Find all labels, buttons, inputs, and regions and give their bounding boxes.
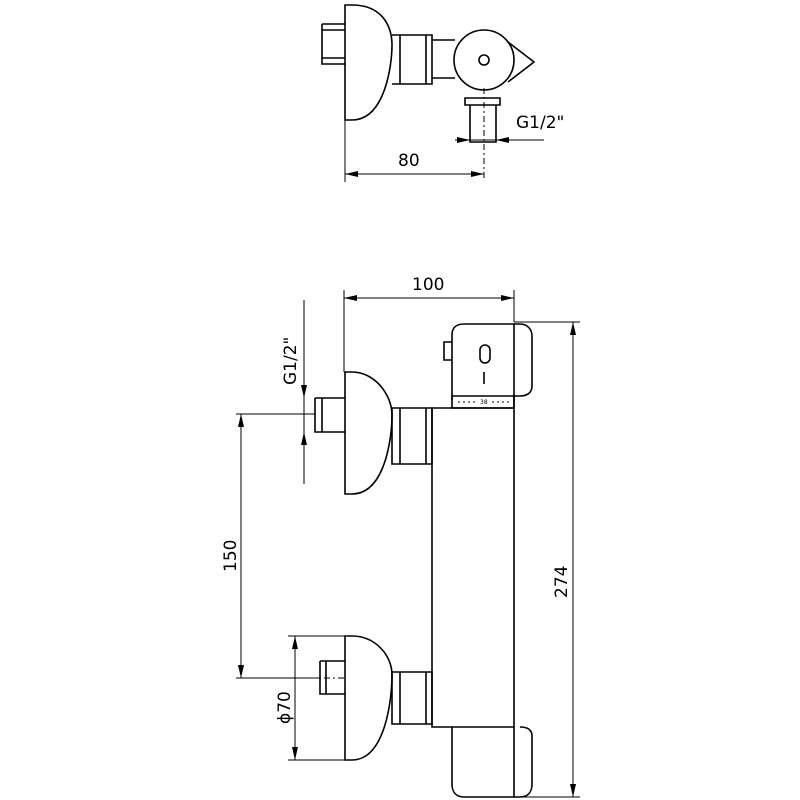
thread-label-front: G1/2" [281,337,301,385]
lower-rosette [344,635,393,761]
dim-diameter-label: ϕ70 [275,691,295,724]
valve-body-circle [453,29,515,91]
control-head [451,323,533,408]
thermostat-body [431,407,515,728]
outlet-fitting [464,97,501,143]
temperature-scale [451,395,515,409]
lower-nut [391,671,433,725]
dim-274-label: 274 [552,566,572,598]
upper-rosette [344,371,393,495]
front-view: 100 274 G1/2" 150 ϕ70 [221,275,580,798]
thread-label-top: G1/2" [516,113,564,133]
handle-lever [507,41,536,83]
coupling-nut [392,34,433,85]
upper-nut [391,407,433,465]
bottom-cap [451,726,533,798]
dim-150-label: 150 [221,540,241,572]
scale-mark: 38 [480,399,488,406]
top-view: 80 G1/2" [321,4,564,182]
dim-80-label: 80 [398,151,420,171]
dim-100-label: 100 [412,275,444,295]
rosette [344,4,393,121]
